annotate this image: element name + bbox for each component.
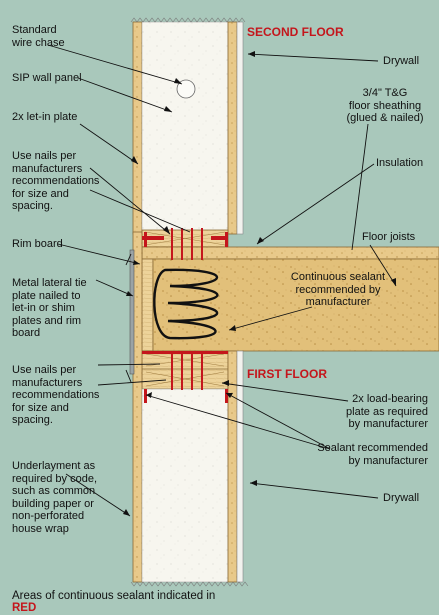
underlayment-label: Underlayment as required by code, such a… (12, 460, 97, 535)
insulation-label: Insulation (376, 157, 424, 169)
sealant-recommended-label: Sealant recommended by manufacturer (317, 442, 428, 467)
insulation-coil (153, 268, 219, 340)
rim-board (141, 258, 154, 352)
sip-panel-label: SIP wall panel (12, 72, 82, 84)
upper-sip-panel (130, 17, 246, 235)
second-floor-label: SECOND FLOOR (247, 25, 344, 39)
tie-plate-label: Metal lateral tie plate nailed to let-in… (12, 277, 87, 339)
sealant-lines (142, 232, 228, 403)
continuous-sealant-label: Continuous sealant recommended by manufa… (290, 271, 386, 308)
floor-joists-label: Floor joists (362, 231, 416, 243)
diagram-canvas: SECOND FLOOR FIRST FLOOR Standard wire c… (12, 17, 439, 614)
drywall-top-label: Drywall (383, 55, 420, 67)
nails-bottom-label: Use nails per manufacturers recommendati… (12, 364, 100, 426)
lower-nails (171, 352, 203, 390)
sheathing-label: 3/4" T&G floor sheathing (glued & nailed… (346, 87, 424, 124)
footer-red-word: RED (12, 602, 37, 614)
let-in-plate-label: 2x let-in plate (12, 111, 78, 123)
wire-chase-label: Standard wire chase (12, 24, 65, 49)
footer-note-text: Areas of continuous sealant indicated in (12, 589, 216, 602)
leader-lines (47, 44, 397, 517)
metal-tie-plate (129, 249, 135, 375)
arrowheads (123, 51, 396, 516)
wire-chase-hole (176, 79, 196, 99)
first-floor-label: FIRST FLOOR (247, 367, 327, 381)
lower-let-in-plate (141, 350, 229, 390)
wall-floor-section (47, 17, 439, 587)
rim-board-label: Rim board (12, 238, 63, 250)
drywall-bottom-label: Drywall (383, 492, 420, 504)
footer-note: Areas of continuous sealant indicated in… (12, 577, 215, 615)
upper-nails (171, 228, 203, 260)
lower-sip-panel (130, 231, 249, 587)
floor-sheathing (141, 246, 439, 260)
nails-top-label: Use nails per manufacturers recommendati… (12, 150, 100, 212)
load-bearing-plate-label: 2x load-bearing plate as required by man… (346, 393, 428, 430)
